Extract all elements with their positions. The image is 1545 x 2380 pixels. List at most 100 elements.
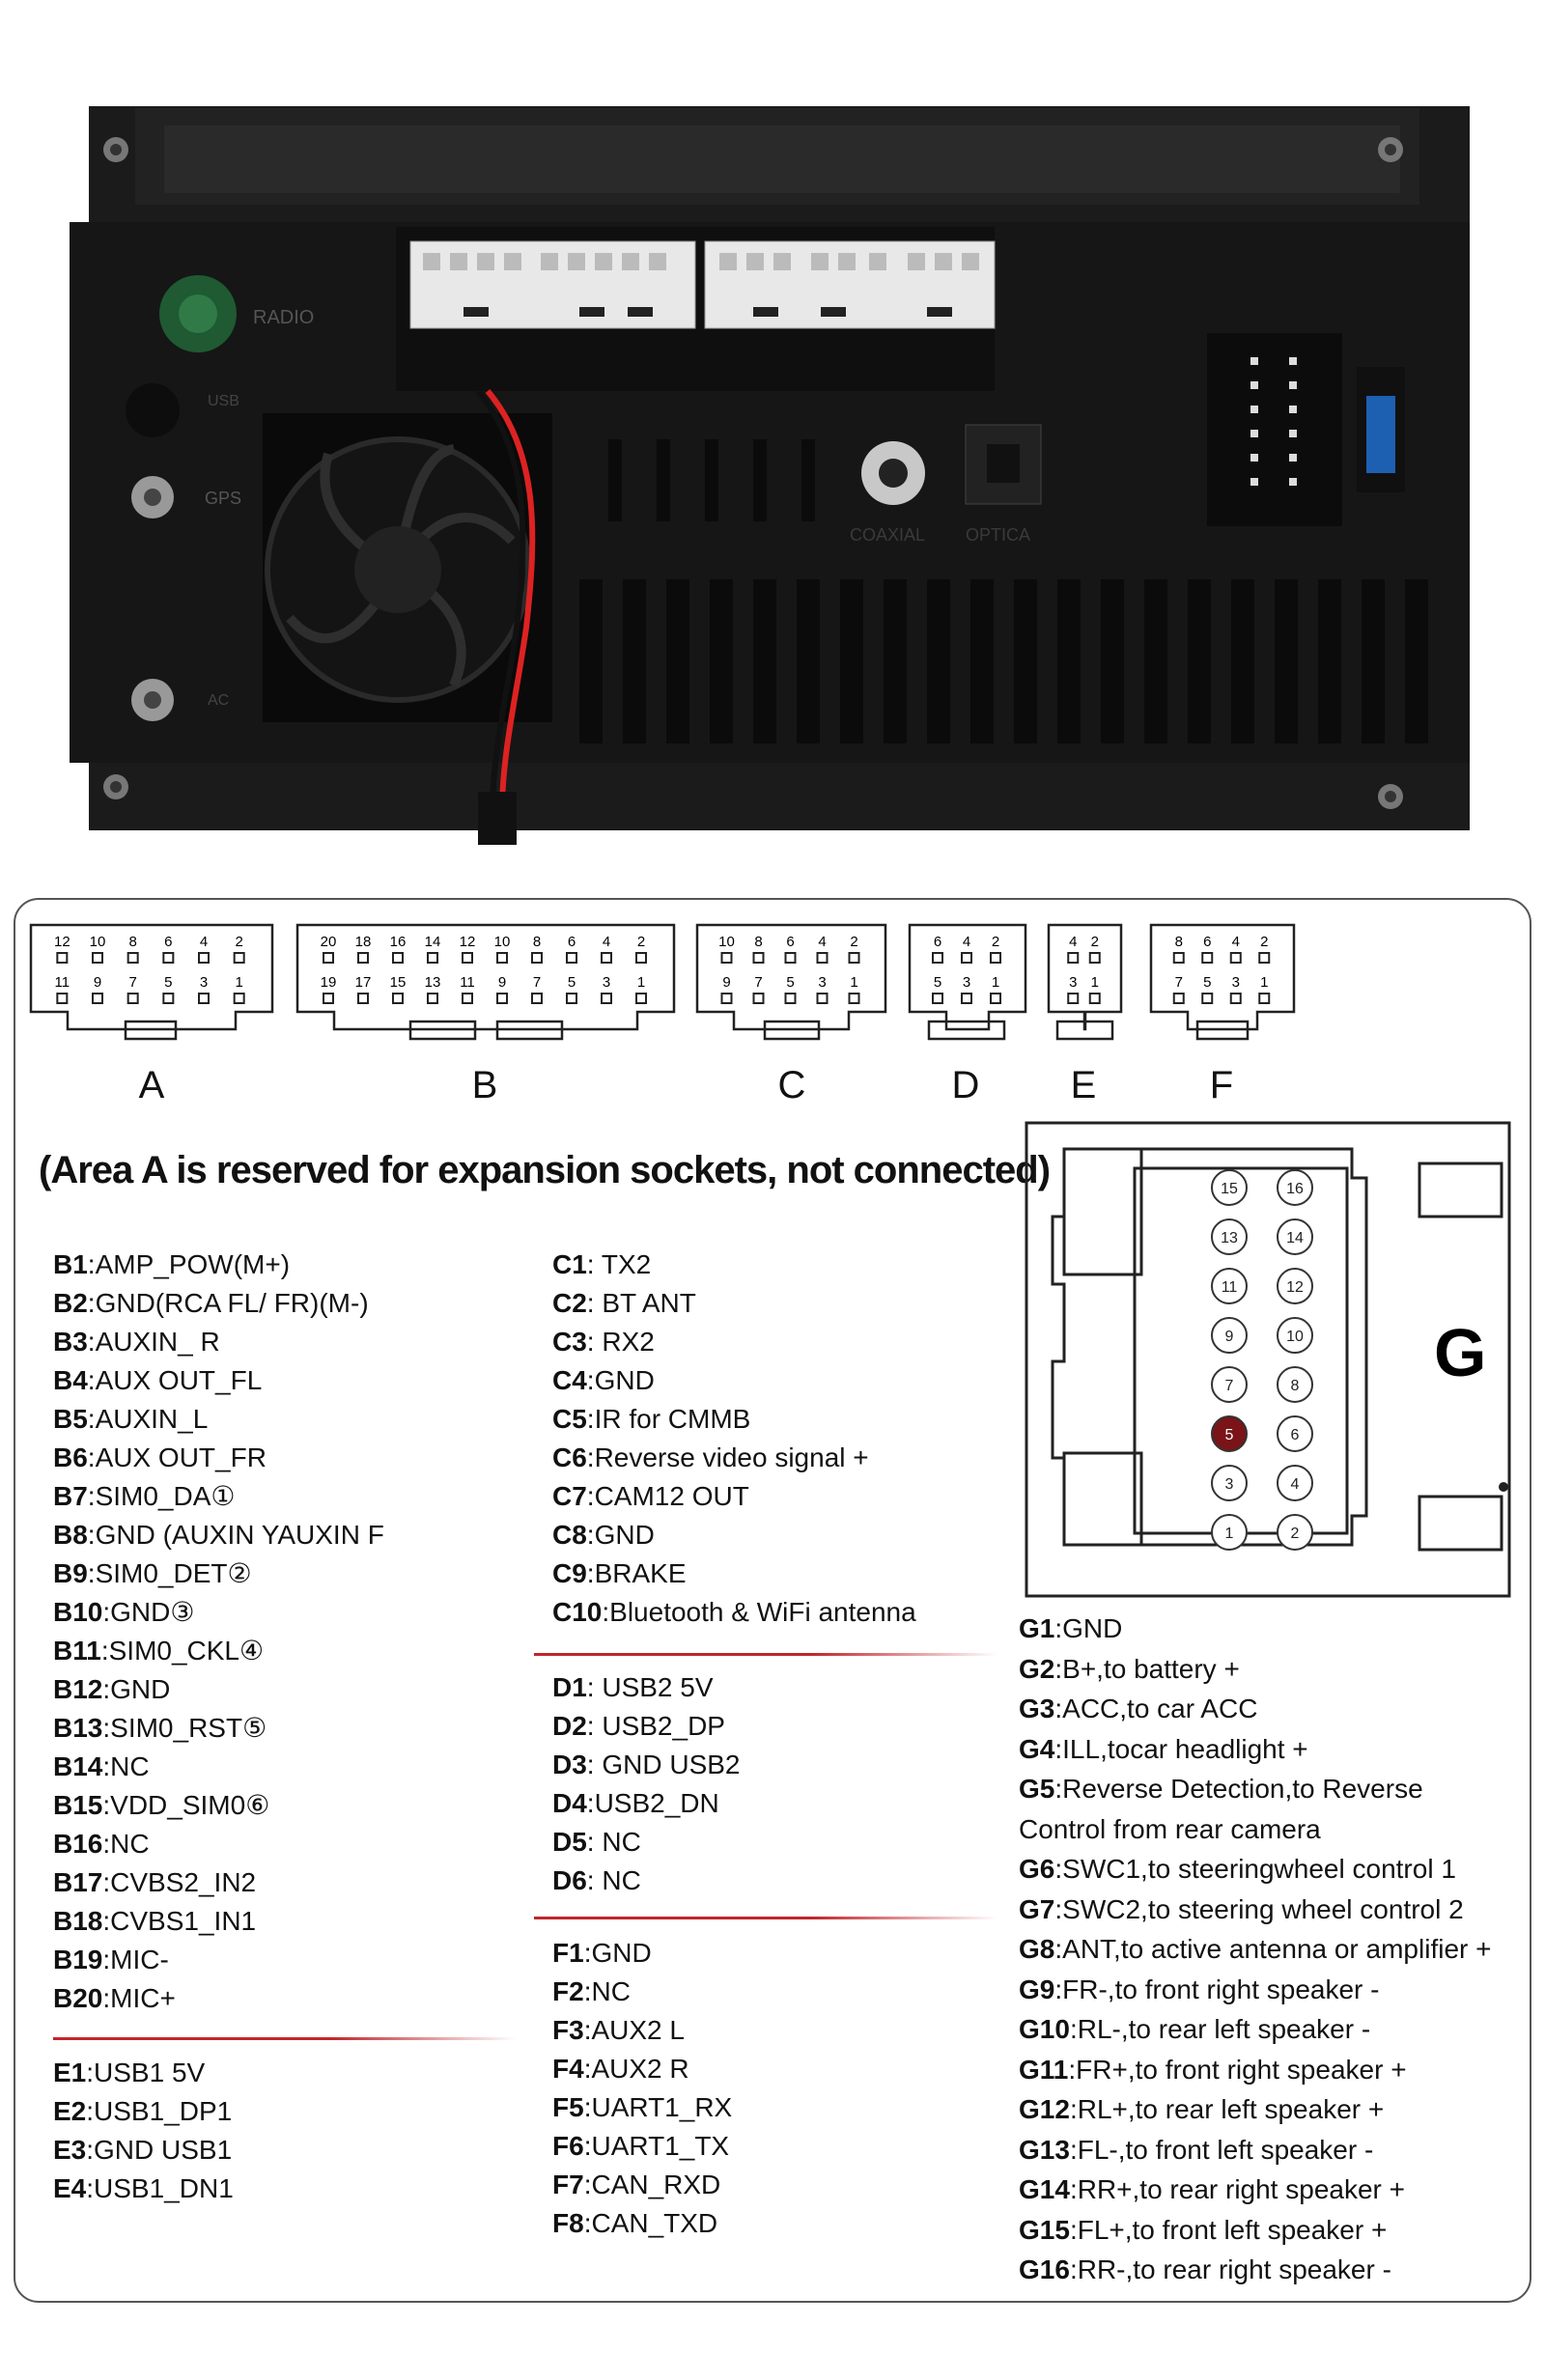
- pin-number: 8: [128, 934, 136, 950]
- g-pin-circle: 3: [1211, 1465, 1248, 1501]
- svg-text:1: 1: [1225, 1526, 1234, 1542]
- pin-id: C4: [552, 1365, 587, 1395]
- pin-number: 13: [425, 974, 441, 991]
- pin-desc: :SWC2,to steering wheel control 2: [1054, 1893, 1464, 1924]
- g-pin-circle: 1: [1211, 1514, 1248, 1551]
- pin-number: 10: [718, 934, 735, 950]
- pin-number: 6: [786, 934, 794, 950]
- pin-row: G10:RL-,to rear left speaker -: [1019, 2009, 1491, 2050]
- pin-row: B1:AMP_POW(M+): [53, 1246, 384, 1284]
- coaxial-label: COAXIAL: [850, 525, 925, 545]
- pin-desc: :NC: [102, 1829, 150, 1859]
- svg-text:2: 2: [1291, 1526, 1300, 1542]
- pin-id: G12: [1019, 2094, 1070, 2124]
- svg-text:8: 8: [1291, 1378, 1300, 1394]
- pin-square: [1229, 952, 1242, 964]
- g-pin-circle: 13: [1211, 1218, 1248, 1255]
- pin-number: 16: [390, 934, 407, 950]
- pin-row: B5:AUXIN_L: [53, 1400, 384, 1439]
- pin-number: 11: [460, 974, 475, 991]
- pin-row: C3: RX2: [552, 1323, 916, 1361]
- pin-square: [427, 952, 438, 964]
- pin-number: 8: [533, 934, 541, 950]
- pin-desc: :Bluetooth & WiFi antenna: [602, 1597, 916, 1627]
- pin-square: [233, 993, 245, 1004]
- svg-text:13: 13: [1221, 1230, 1238, 1246]
- pin-desc: :CAN_TXD: [583, 2208, 718, 2238]
- pin-row: G4:ILL,tocar headlight +: [1019, 1729, 1491, 1770]
- pin-number: 1: [235, 974, 242, 991]
- pin-row: D3: GND USB2: [552, 1746, 741, 1784]
- pin-row: C10:Bluetooth & WiFi antenna: [552, 1593, 916, 1632]
- pin-square: [357, 952, 369, 964]
- pin-square: [496, 993, 508, 1004]
- pin-number: 5: [568, 974, 576, 991]
- pin-id: B1: [53, 1249, 88, 1279]
- connector-letter-c: C: [777, 1064, 806, 1106]
- pin-square: [56, 952, 69, 964]
- pin-number: 8: [754, 934, 762, 950]
- pin-number: 17: [355, 974, 372, 991]
- pin-desc: :MIC+: [102, 1983, 176, 2013]
- svg-text:16: 16: [1286, 1181, 1304, 1197]
- pin-row: F7:CAN_RXD: [552, 2166, 732, 2204]
- svg-text:11: 11: [1222, 1279, 1238, 1296]
- connector-letter-e: E: [1070, 1064, 1097, 1106]
- separator: [534, 1653, 997, 1656]
- svg-text:3: 3: [1225, 1476, 1234, 1493]
- pin-number: 4: [200, 934, 208, 950]
- pin-desc: :USB2_DN: [586, 1788, 719, 1818]
- pin-square: [1229, 993, 1242, 1004]
- pin-desc: :NC: [583, 1976, 631, 2006]
- g-pin-circle: 9: [1211, 1317, 1248, 1354]
- pin-desc: : GND USB2: [586, 1750, 741, 1779]
- pin-id: C5: [552, 1404, 587, 1434]
- pin-id: G8: [1019, 1934, 1055, 1964]
- pin-id: G14: [1019, 2174, 1070, 2204]
- pin-row: F2:NC: [552, 1973, 732, 2011]
- pin-desc: :SWC1,to steeringwheel control 1: [1054, 1854, 1456, 1884]
- pin-id: D1: [552, 1672, 587, 1702]
- pin-number: 12: [460, 934, 476, 950]
- wiring-diagram-panel: [14, 898, 1531, 2303]
- g-pin-circle: 14: [1277, 1218, 1313, 1255]
- pin-row: G6:SWC1,to steeringwheel control 1: [1019, 1849, 1491, 1890]
- pin-id: F2: [552, 1976, 584, 2006]
- pin-square: [961, 952, 972, 964]
- pin-row: B13:SIM0_RST⑤: [53, 1709, 384, 1748]
- pin-row: G7:SWC2,to steering wheel control 2: [1019, 1890, 1491, 1930]
- pin-number: 12: [54, 934, 70, 950]
- pin-id: F8: [552, 2208, 584, 2238]
- separator: [53, 2037, 517, 2040]
- pin-row: B8:GND (AUXIN YAUXIN F: [53, 1516, 384, 1554]
- separator: [534, 1917, 997, 1919]
- pin-square: [56, 993, 69, 1004]
- pin-id: D4: [552, 1788, 587, 1818]
- pin-desc: :GND③: [102, 1597, 195, 1627]
- pin-id: G7: [1019, 1893, 1055, 1924]
- pin-number: 4: [1232, 934, 1240, 950]
- pin-number: 5: [1203, 974, 1211, 991]
- pin-number: 11: [55, 974, 70, 991]
- pin-desc: :RR-,to rear right speaker -: [1069, 2254, 1391, 2284]
- pin-row: B17:CVBS2_IN2: [53, 1863, 384, 1902]
- pin-desc: :GND: [586, 1365, 655, 1395]
- pin-row: E1:USB1 5V: [53, 2054, 234, 2092]
- g-pin-circle: 10: [1277, 1317, 1313, 1354]
- pin-square: [357, 993, 369, 1004]
- pin-row: B16:NC: [53, 1825, 384, 1863]
- pin-square: [92, 993, 103, 1004]
- pin-id: B6: [53, 1442, 88, 1472]
- pin-square: [198, 993, 210, 1004]
- pin-number: 6: [164, 934, 172, 950]
- pin-id: G9: [1019, 1974, 1055, 2004]
- pin-number: 7: [128, 974, 136, 991]
- pin-id: G4: [1019, 1733, 1055, 1764]
- pin-desc: :MIC-: [102, 1945, 169, 1974]
